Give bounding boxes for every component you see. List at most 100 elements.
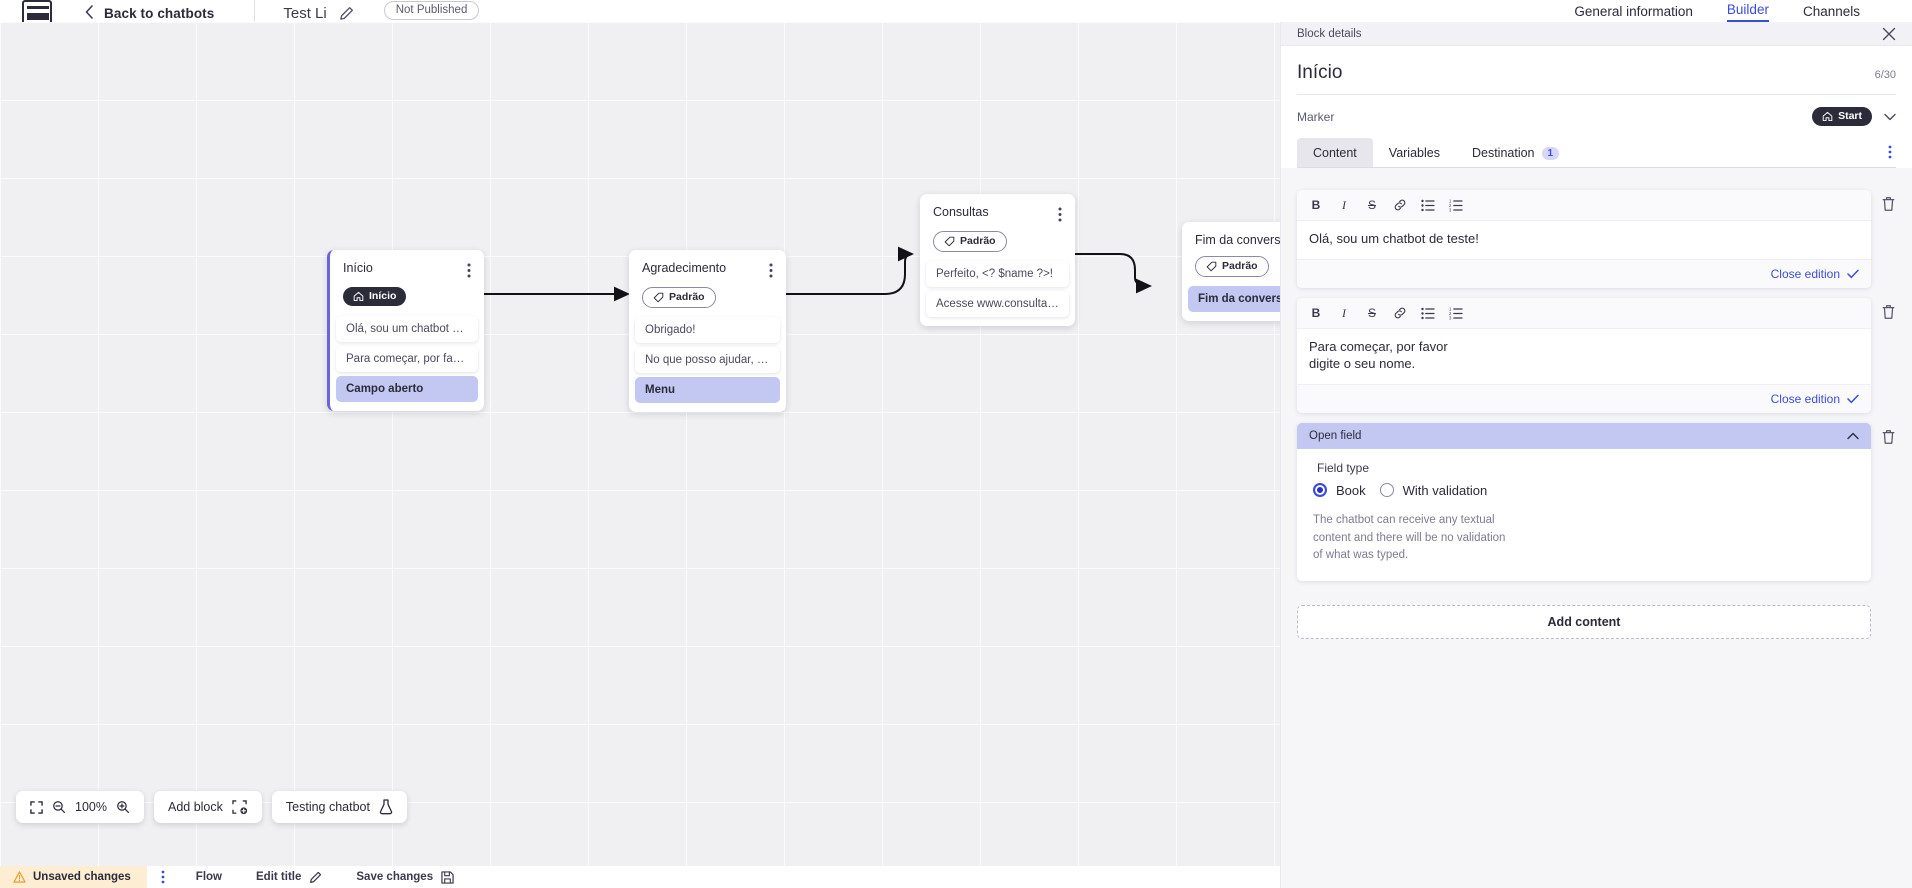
tab-channels[interactable]: Channels	[1802, 4, 1860, 19]
node-row[interactable]: Perfeito, <? $name ?>!	[926, 261, 1069, 287]
warning-triangle-icon	[13, 871, 26, 883]
bold-icon[interactable]: B	[1311, 198, 1321, 212]
flow-node-fim-da-conversa[interactable]: Fim da conversa Padrão Fim da conversa	[1182, 222, 1280, 321]
zoom-controls: 100%	[16, 791, 144, 823]
block-details-panel: Block details Início 6/30 Marker Start	[1280, 22, 1912, 888]
testing-chatbot-label: Testing chatbot	[285, 800, 370, 814]
kebab-menu-icon[interactable]	[467, 261, 471, 278]
open-field-card[interactable]: Open field Field type Book	[1297, 422, 1871, 582]
flow-button[interactable]: Flow	[179, 871, 239, 883]
panel-title-bar: Block details	[1281, 22, 1912, 46]
app-logo-icon[interactable]	[22, 0, 52, 22]
header-divider	[254, 0, 256, 22]
node-row[interactable]: Fim da conversa	[1188, 286, 1280, 312]
panel-title: Block details	[1297, 27, 1362, 40]
bullet-list-icon[interactable]	[1417, 303, 1439, 323]
close-x-icon[interactable]	[1882, 27, 1896, 41]
open-field-header[interactable]: Open field	[1297, 422, 1871, 449]
node-title: Fim da conversa	[1195, 233, 1280, 247]
link-icon[interactable]	[1389, 195, 1411, 215]
radio-button[interactable]	[1379, 483, 1394, 498]
trash-icon[interactable]	[1881, 298, 1896, 320]
tab-destination[interactable]: Destination 1	[1456, 138, 1575, 167]
kebab-menu-icon[interactable]	[147, 870, 179, 884]
marker-badge[interactable]: Start	[1812, 107, 1872, 126]
zoom-out-icon[interactable]	[52, 800, 66, 814]
save-changes-button[interactable]: Save changes	[339, 870, 471, 884]
italic-icon[interactable]: I	[1342, 305, 1346, 320]
svg-text:1: 1	[1449, 307, 1452, 312]
kebab-menu-icon[interactable]	[1058, 205, 1062, 222]
node-row[interactable]: Para começar, por favor digite o ...	[336, 345, 478, 372]
node-rows: Olá, sou um chatbot de teste! Para começ…	[330, 315, 484, 402]
marker-value: Start	[1838, 110, 1862, 122]
radio-option-with-validation[interactable]: With validation	[1379, 482, 1488, 498]
pencil-icon	[309, 871, 322, 884]
node-chip-inicio: Início	[343, 287, 407, 306]
marker-control[interactable]: Start	[1812, 107, 1896, 126]
back-to-chatbots-label[interactable]: Back to chatbots	[104, 6, 215, 21]
trash-icon[interactable]	[1881, 423, 1896, 445]
node-row[interactable]: Acesse www.consultas.com par...	[926, 291, 1069, 317]
editor-footer: Close edition	[1297, 383, 1871, 413]
add-block-label: Add block	[167, 800, 223, 814]
tab-general-information[interactable]: General information	[1574, 4, 1693, 19]
add-content-button[interactable]: Add content	[1297, 605, 1871, 640]
flow-node-agradecimento[interactable]: Agradecimento Padrão Obrigado! No que po…	[629, 250, 786, 412]
trash-icon[interactable]	[1881, 190, 1896, 212]
node-row[interactable]: Campo aberto	[336, 375, 478, 402]
save-disk-icon	[441, 870, 454, 884]
unsaved-changes-label: Unsaved changes	[33, 871, 131, 883]
tab-variables[interactable]: Variables	[1373, 138, 1456, 167]
check-icon[interactable]	[1847, 269, 1859, 279]
tab-content[interactable]: Content	[1297, 138, 1373, 167]
editor-text-value[interactable]: Olá, sou um chatbot de teste!	[1309, 231, 1479, 246]
strikethrough-icon[interactable]: S	[1367, 306, 1376, 321]
radio-option-book[interactable]: Book	[1313, 483, 1366, 498]
check-icon[interactable]	[1847, 394, 1859, 404]
node-row[interactable]: Menu	[635, 377, 780, 403]
flow-node-inicio[interactable]: Início Início Olá, sou um chatbot de tes…	[327, 250, 484, 411]
bullet-list-icon[interactable]	[1417, 195, 1439, 215]
radio-label: With validation	[1402, 482, 1488, 498]
marker-label: Marker	[1297, 109, 1335, 124]
zoom-in-icon[interactable]	[116, 800, 130, 814]
editor-text-value[interactable]: Para começar, por favor digite o seu nom…	[1309, 339, 1448, 371]
node-row[interactable]: No que posso ajudar, <? $name ...	[635, 347, 780, 373]
close-edition-button[interactable]: Close edition	[1770, 267, 1840, 282]
radio-button[interactable]	[1313, 483, 1327, 498]
italic-icon[interactable]: I	[1342, 197, 1346, 212]
add-block-button[interactable]: Add block	[153, 791, 262, 823]
kebab-menu-icon[interactable]	[1884, 145, 1896, 167]
testing-chatbot-button[interactable]: Testing chatbot	[271, 791, 407, 823]
node-row[interactable]: Olá, sou um chatbot de teste!	[336, 315, 478, 342]
flow-canvas[interactable]: Início Início Olá, sou um chatbot de tes…	[0, 22, 1280, 866]
node-chip-padrao: Padrão	[642, 287, 716, 308]
fit-screen-icon[interactable]	[30, 800, 43, 814]
svg-text:2: 2	[1449, 203, 1452, 208]
chevron-up-icon[interactable]	[1847, 432, 1859, 440]
flow-node-consultas[interactable]: Consultas Padrão Perfeito, <? $name ?>! …	[920, 194, 1075, 326]
chevron-down-icon[interactable]	[1884, 113, 1896, 121]
open-field-description: The chatbot can receive any textual cont…	[1313, 513, 1506, 562]
bold-icon[interactable]: B	[1311, 306, 1321, 321]
status-badge: Not Published	[383, 1, 480, 20]
edit-title-button[interactable]: Edit title	[239, 871, 339, 884]
field-type-legend: Field type	[1317, 460, 1370, 475]
close-edition-button[interactable]: Close edition	[1770, 391, 1840, 406]
panel-tabs: Content Variables Destination 1	[1297, 138, 1896, 167]
chevron-left-icon[interactable]	[84, 4, 94, 20]
link-icon[interactable]	[1389, 303, 1411, 323]
add-block-icon	[232, 799, 248, 815]
tab-builder[interactable]: Builder	[1726, 2, 1769, 22]
strikethrough-icon[interactable]: S	[1367, 198, 1376, 212]
node-title: Consultas	[933, 205, 989, 219]
node-title: Agradecimento	[642, 261, 727, 275]
node-row[interactable]: Obrigado!	[635, 317, 780, 343]
pencil-icon[interactable]	[339, 6, 354, 21]
kebab-menu-icon[interactable]	[769, 261, 773, 278]
